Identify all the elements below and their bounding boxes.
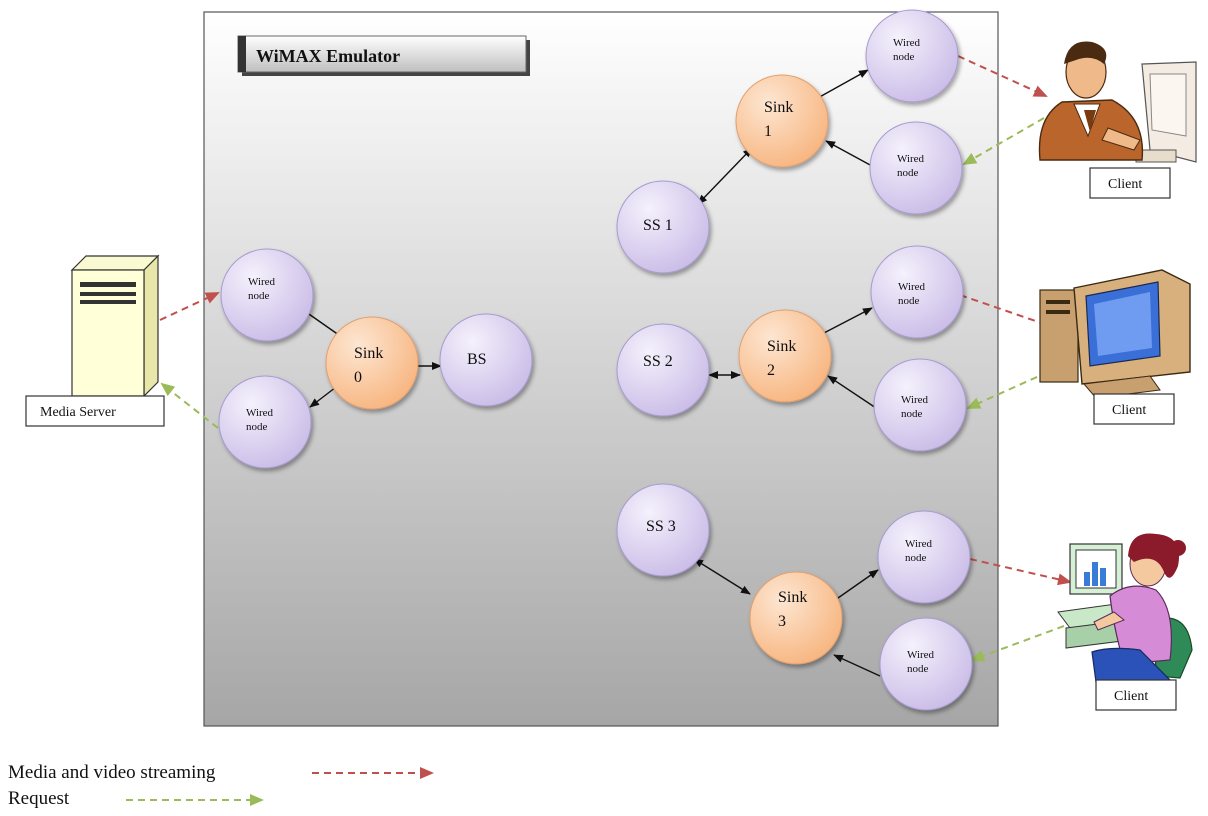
client-1-person-icon <box>1038 41 1197 163</box>
sink-3-node: Sink 3 <box>749 571 843 665</box>
ss-1-node: SS 1 <box>616 180 710 274</box>
emulator-title-box: WiMAX Emulator <box>237 35 530 76</box>
link-wired-to-sink1 <box>825 140 873 167</box>
sink-0-node: Sink 0 <box>325 316 419 410</box>
wired-node-client2-out: Wired node <box>870 245 964 339</box>
link-sink2-to-wired <box>821 307 873 335</box>
stream-wired-to-client1 <box>957 55 1048 97</box>
wired-node-client1-out: Wired node <box>865 9 959 103</box>
bs-label: BS <box>467 351 487 368</box>
wired-node-client2-in: Wired node <box>873 358 967 452</box>
wired-label-line1: Wired <box>246 407 274 419</box>
link-ss1-sink1 <box>697 147 753 205</box>
wired-label-line2: node <box>898 295 920 307</box>
network-links <box>305 69 881 677</box>
wired-node-server-in: Wired node <box>220 248 314 342</box>
stream-wired-to-client3 <box>969 558 1072 586</box>
wired-label-line1: Wired <box>897 153 925 165</box>
stream-server-to-wired <box>159 292 220 321</box>
sink-2-node: Sink 2 <box>738 309 832 403</box>
legend-request-label: Request <box>8 788 70 809</box>
ss-3-label: SS 3 <box>646 518 676 535</box>
ss-1-label: SS 1 <box>643 217 673 234</box>
legend: Media and video streaming Request <box>8 762 434 809</box>
wired-label-line1: Wired <box>905 538 933 550</box>
wired-label-line2: node <box>893 51 915 63</box>
ss-2-node: SS 2 <box>616 323 710 417</box>
client-2-label-box: Client <box>1093 393 1175 425</box>
link-sink1-to-wired <box>815 69 869 100</box>
sink-1-node: Sink 1 <box>735 74 829 168</box>
wired-node-client1-in: Wired node <box>869 121 963 215</box>
sink-0-label: Sink <box>354 345 383 362</box>
client-3-label: Client <box>1114 689 1148 704</box>
wired-label-line1: Wired <box>248 276 276 288</box>
wired-label-line1: Wired <box>898 281 926 293</box>
wired-node-client3-in: Wired node <box>879 617 973 711</box>
link-wired-to-sink3 <box>833 654 881 677</box>
client-1-label: Client <box>1108 177 1142 192</box>
ss-2-label: SS 2 <box>643 353 673 370</box>
link-wired-to-sink2 <box>827 375 877 409</box>
link-sink3-to-wired <box>837 569 879 599</box>
wired-label-line2: node <box>901 408 923 420</box>
bs-node: BS <box>439 313 533 407</box>
sink-2-number: 2 <box>767 362 775 379</box>
client-3-label-box: Client <box>1095 679 1177 711</box>
link-ss3-sink3 <box>693 558 751 595</box>
wired-label-line1: Wired <box>907 649 935 661</box>
client-1-label-box: Client <box>1089 167 1171 199</box>
wired-label-line2: node <box>907 663 929 675</box>
wired-label-line2: node <box>905 552 927 564</box>
media-server-icon <box>70 254 160 398</box>
wired-label-line2: node <box>246 421 268 433</box>
ss-3-node: SS 3 <box>616 483 710 577</box>
wired-node-server-out: Wired node <box>218 375 312 469</box>
wired-label-line2: node <box>248 290 270 302</box>
sink-1-label: Sink <box>764 99 793 116</box>
request-client3-to-wired <box>970 625 1065 662</box>
wired-node-client3-out: Wired node <box>877 510 971 604</box>
wired-label-line1: Wired <box>901 394 929 406</box>
wired-label-line1: Wired <box>893 37 921 49</box>
emulator-frame <box>203 11 999 727</box>
legend-media-label: Media and video streaming <box>8 762 216 783</box>
client-2-computer-icon <box>1039 269 1191 399</box>
sink-3-number: 3 <box>778 613 786 630</box>
media-server-label-box: Media Server <box>25 395 165 427</box>
emulator-title: WiMAX Emulator <box>256 46 400 66</box>
client-2-label: Client <box>1112 403 1146 418</box>
client-3-person-icon <box>1057 533 1193 683</box>
sink-0-number: 0 <box>354 369 362 386</box>
sink-3-label: Sink <box>778 589 807 606</box>
sink-2-label: Sink <box>767 338 796 355</box>
request-client1-to-wired <box>962 117 1045 165</box>
request-client2-to-wired <box>966 371 1049 409</box>
sink-1-number: 1 <box>764 123 772 140</box>
media-server-label: Media Server <box>40 405 116 420</box>
wired-label-line2: node <box>897 167 919 179</box>
